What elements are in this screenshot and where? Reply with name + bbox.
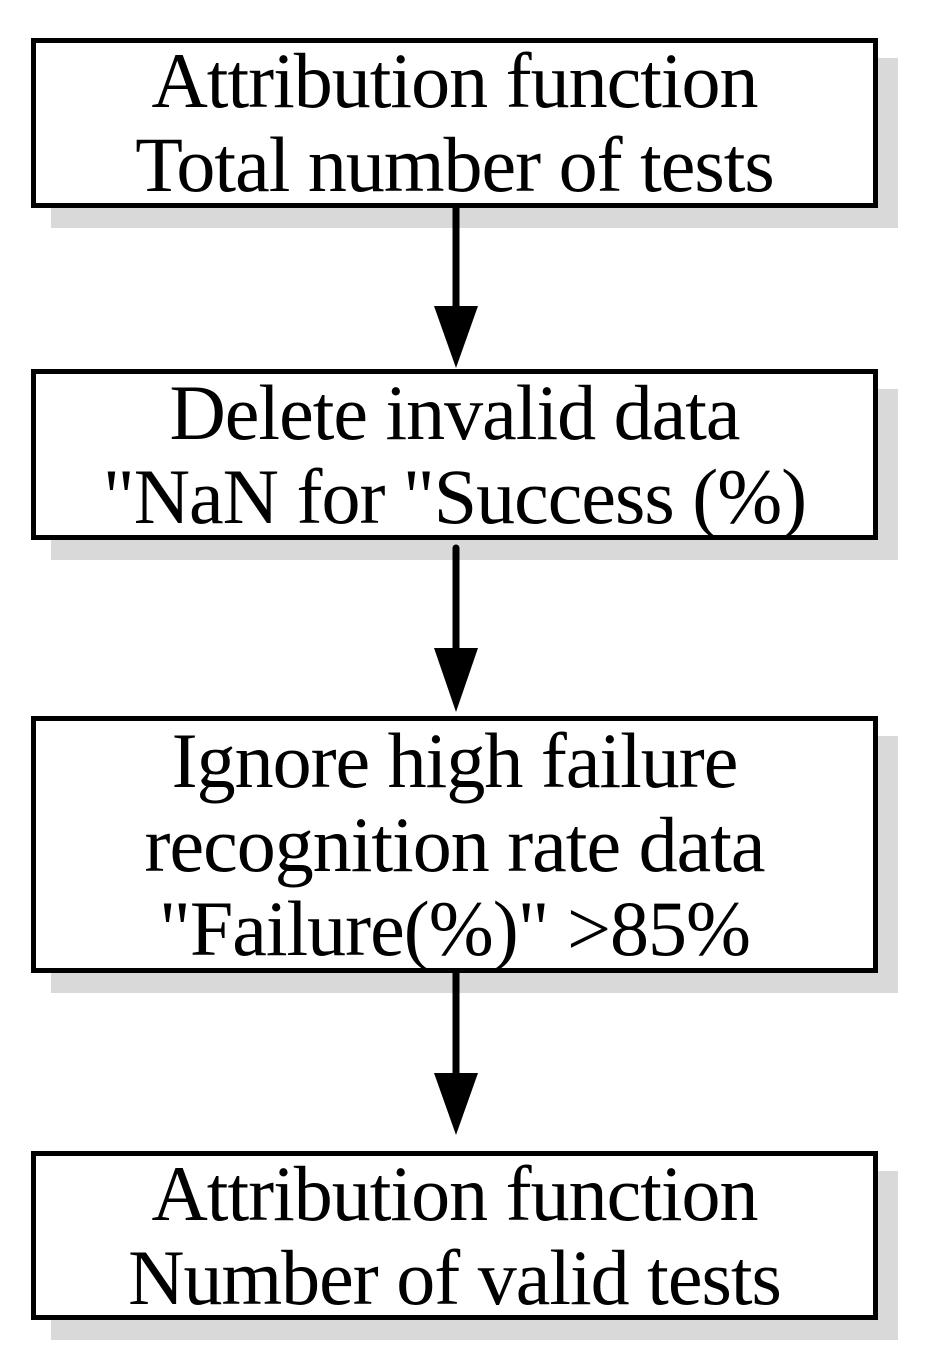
node-text-line: Number of valid tests <box>128 1233 782 1321</box>
arrow-down-icon <box>433 973 479 1135</box>
arrow-down-icon <box>433 208 479 368</box>
node-text-line: Delete invalid data <box>169 368 740 456</box>
flowchart-node-delete-invalid: Delete invalid data "NaN for "Success (%… <box>31 369 878 540</box>
node-text-line: Total number of tests <box>135 121 775 208</box>
flowchart-node-total-tests: Attribution function Total number of tes… <box>31 38 878 208</box>
node-text-line: "Failure(%)" >85% <box>158 884 751 972</box>
node-text-line: Attribution function <box>151 37 758 124</box>
node-text-line: recognition rate data <box>144 800 765 888</box>
node-text-line: Attribution function <box>151 1149 758 1237</box>
flowchart-node-valid-tests: Attribution function Number of valid tes… <box>31 1151 878 1320</box>
flowchart-node-ignore-high-failure: Ignore high failure recognition rate dat… <box>31 716 878 973</box>
node-text-line: Ignore high failure <box>171 716 739 804</box>
node-text-line: "NaN for "Success (%) <box>102 452 807 540</box>
arrow-down-icon <box>433 543 479 712</box>
